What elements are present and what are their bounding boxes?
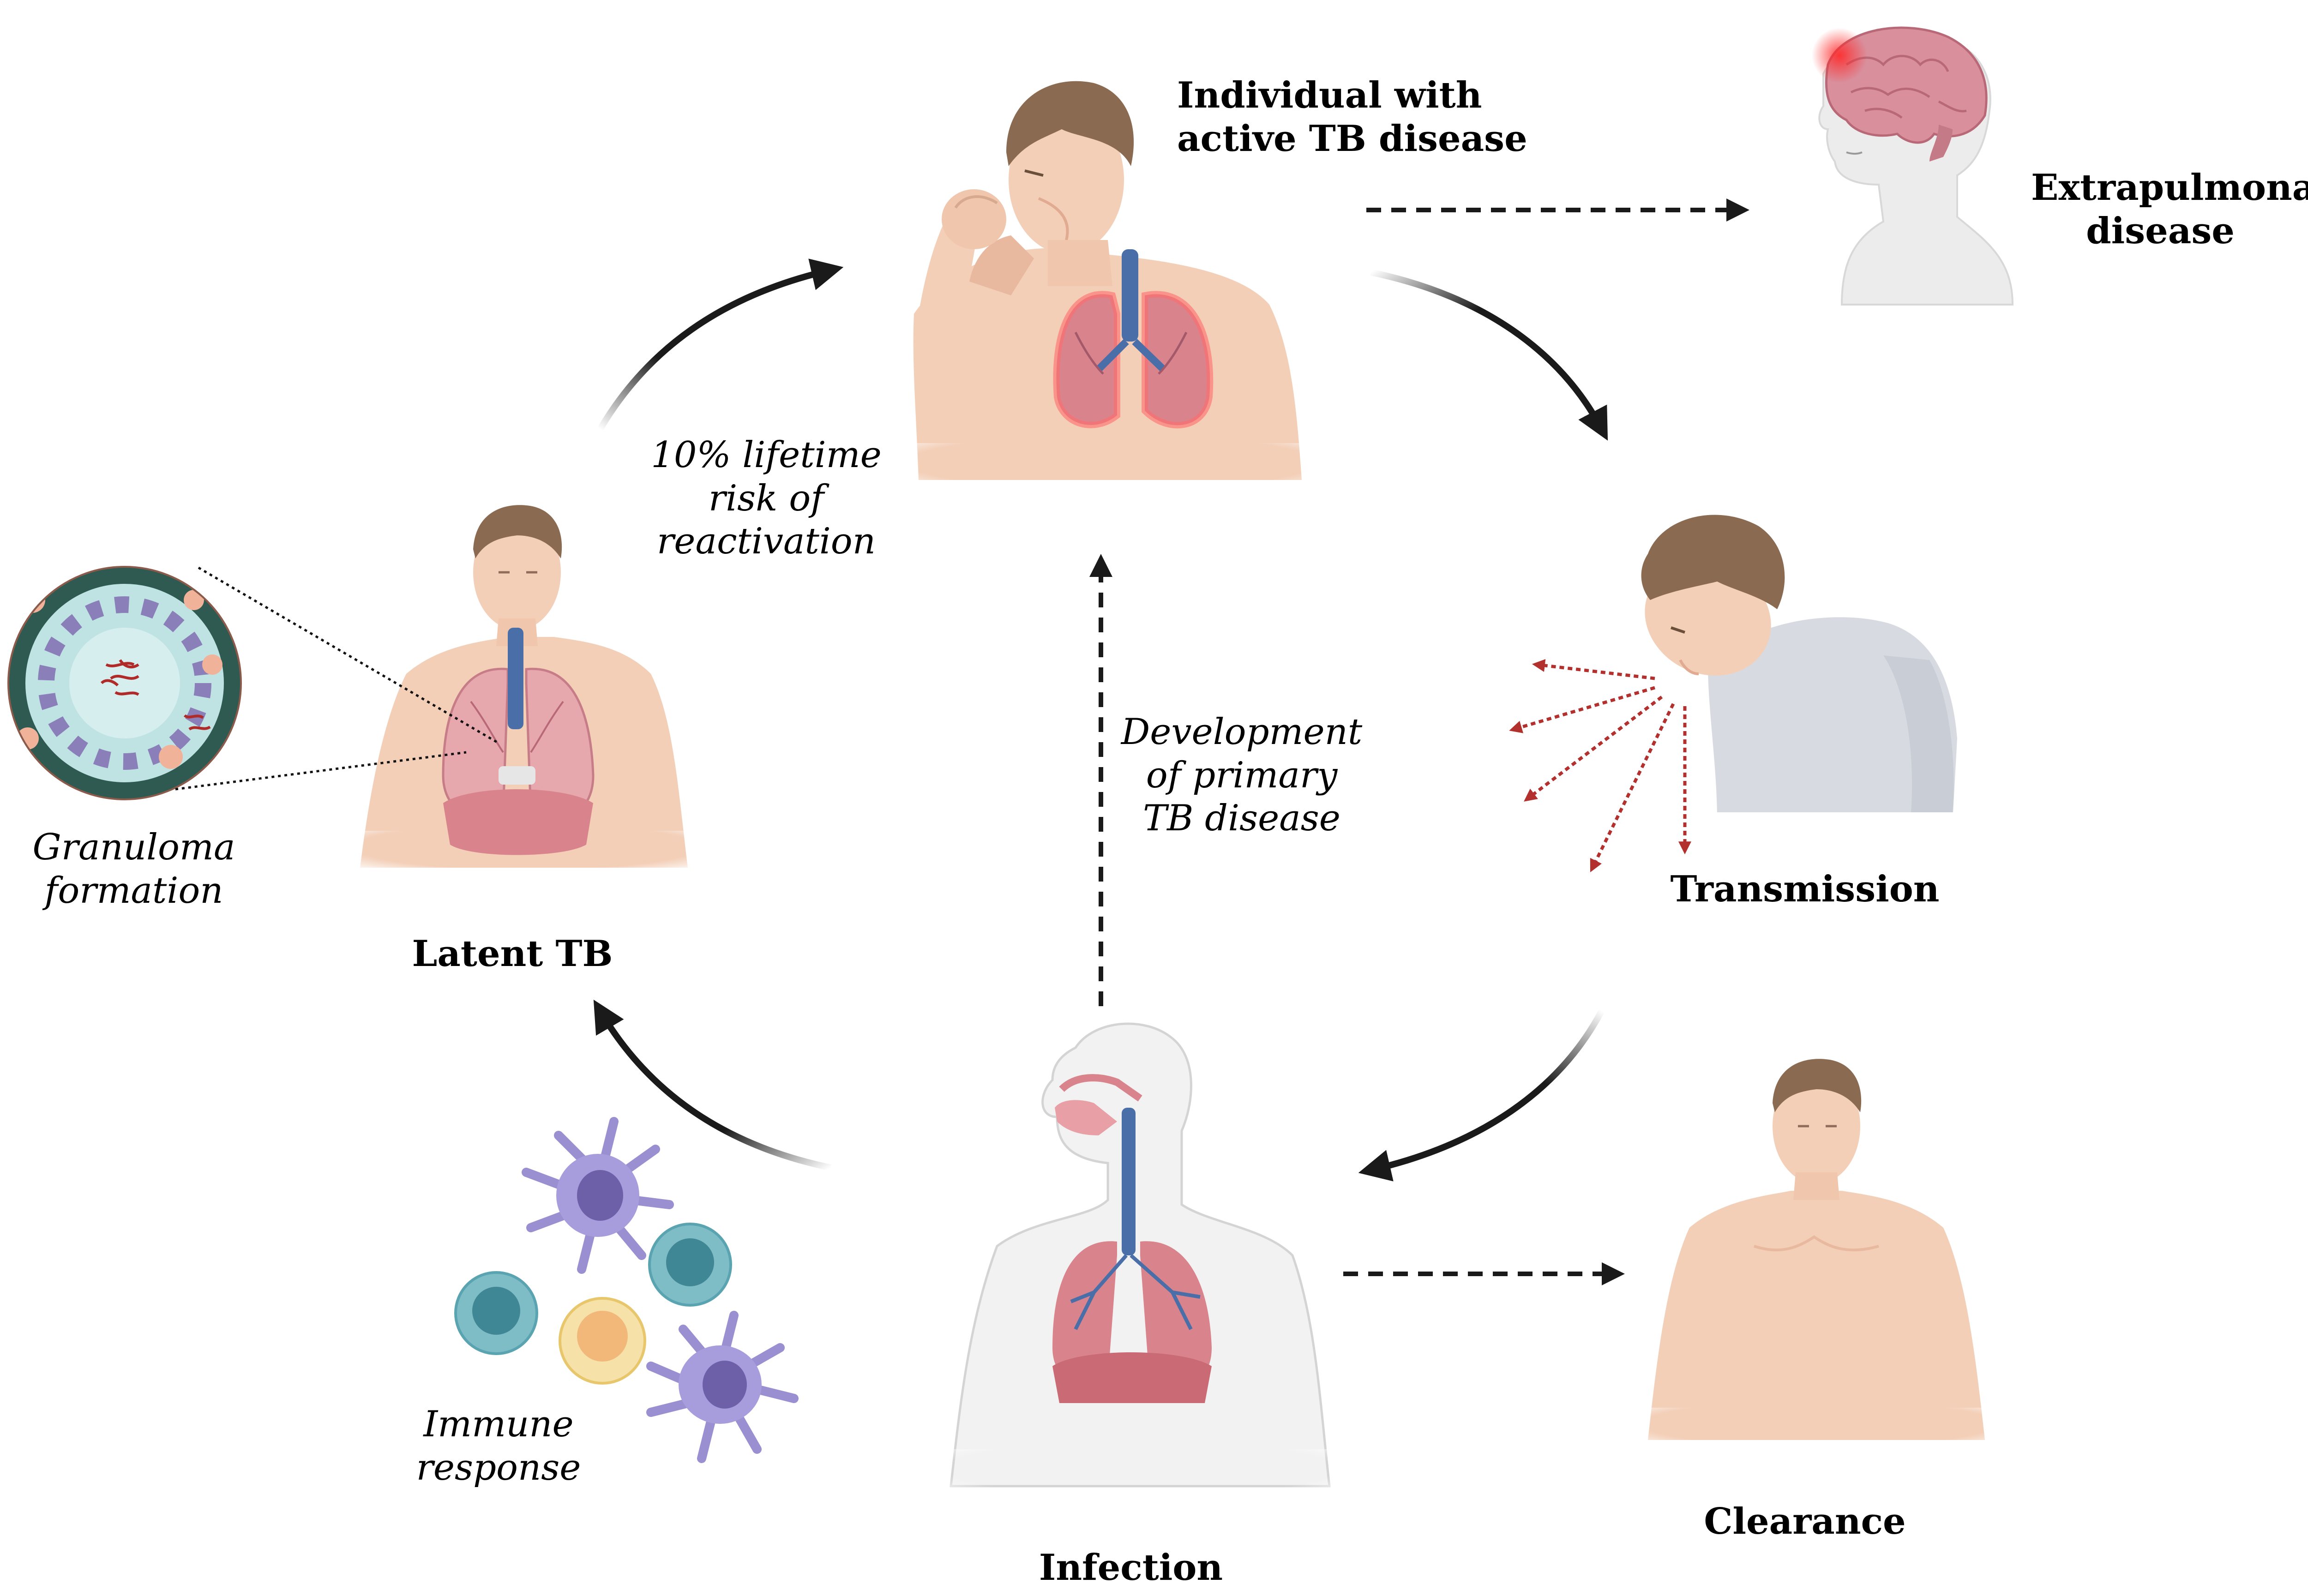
label-latent-tb: Latent TB: [412, 933, 613, 975]
arrow-transmission-to-infection: [1358, 1009, 1605, 1182]
lymphocyte-yellow: [559, 1297, 646, 1385]
transmission-droplets: [1509, 659, 1691, 873]
macrophage-teal-left: [454, 1271, 538, 1355]
dendritic-cell-top: [522, 1117, 674, 1274]
latent-tb-person-illustration: [351, 505, 702, 877]
label-immune-response: Immune response: [416, 1404, 581, 1488]
label-transmission: Transmission: [1670, 868, 1940, 910]
arrow-active-to-transmission: [1370, 269, 1608, 441]
macrophage-teal-right: [648, 1223, 732, 1307]
transmission-person-illustration: [1641, 515, 1957, 831]
granuloma-illustration: [7, 566, 242, 800]
dendritic-cell-bottom: [646, 1311, 799, 1463]
active-tb-person-illustration: [905, 81, 1320, 498]
label-infection: Infection: [1039, 1547, 1223, 1589]
label-extrapulmonary-disease: Extrapulmonary disease: [2031, 167, 2308, 252]
infection-body-illustration: [942, 1022, 1339, 1505]
extrapulmonary-head-illustration: [1812, 26, 2014, 306]
clearance-person-illustration: [1639, 1059, 1999, 1454]
arrow-infection-to-latent: [593, 999, 832, 1171]
label-clearance: Clearance: [1704, 1500, 1906, 1542]
label-active-tb: Individual with active TB disease: [1177, 74, 1527, 160]
label-granuloma-formation: Granuloma formation: [32, 827, 235, 912]
arrow-latent-to-active: [597, 258, 844, 431]
immune-cells-illustration: [454, 1117, 799, 1463]
label-primary-tb-development: Development of primary TB disease: [1121, 711, 1363, 840]
label-reactivation-risk: 10% lifetime risk of reactivation: [651, 434, 882, 563]
